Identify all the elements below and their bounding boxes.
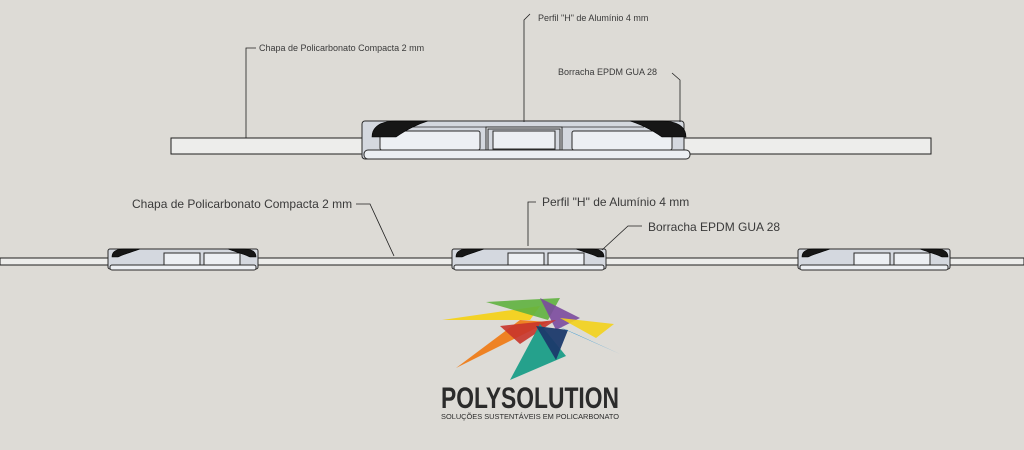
joint-right: [797, 248, 951, 271]
top-rubber-label: Borracha EPDM GUA 28: [558, 67, 657, 77]
joint-left: [107, 248, 259, 271]
top-sheet-label: Chapa de Policarbonato Compacta 2 mm: [259, 43, 424, 53]
top-epdm-rubber-left: [371, 120, 429, 138]
bottom-assembly: Chapa de Policarbonato Compacta 2 mm Per…: [0, 195, 1024, 271]
top-profile-leader: [523, 13, 531, 122]
logo-name: POLYSOLUTION: [441, 382, 619, 415]
bottom-sheet-leader: [356, 203, 395, 257]
top-detail: Chapa de Policarbonato Compacta 2 mm Per…: [170, 13, 932, 160]
bottom-rubber-label: Borracha EPDM GUA 28: [648, 220, 780, 234]
bottom-profile-label: Perfil "H" de Alumínio 4 mm: [542, 195, 689, 209]
bottom-sheet-label: Chapa de Policarbonato Compacta 2 mm: [132, 197, 352, 211]
logo-pinwheel-icon: [442, 298, 620, 380]
logo-tagline: SOLUÇÕES SUSTENTÁVEIS EM POLICARBONATO: [441, 412, 620, 421]
bottom-profile-leader: [527, 201, 536, 246]
top-epdm-rubber-right: [629, 120, 687, 138]
joint-center: [451, 248, 607, 271]
bottom-rubber-leader: [601, 225, 642, 251]
top-h-profile: [361, 120, 691, 160]
polysolution-logo: POLYSOLUTION SOLUÇÕES SUSTENTÁVEIS EM PO…: [441, 298, 620, 421]
top-rubber-leader: [671, 72, 681, 122]
top-profile-label: Perfil "H" de Alumínio 4 mm: [538, 13, 648, 23]
top-sheet-leader: [245, 47, 256, 138]
